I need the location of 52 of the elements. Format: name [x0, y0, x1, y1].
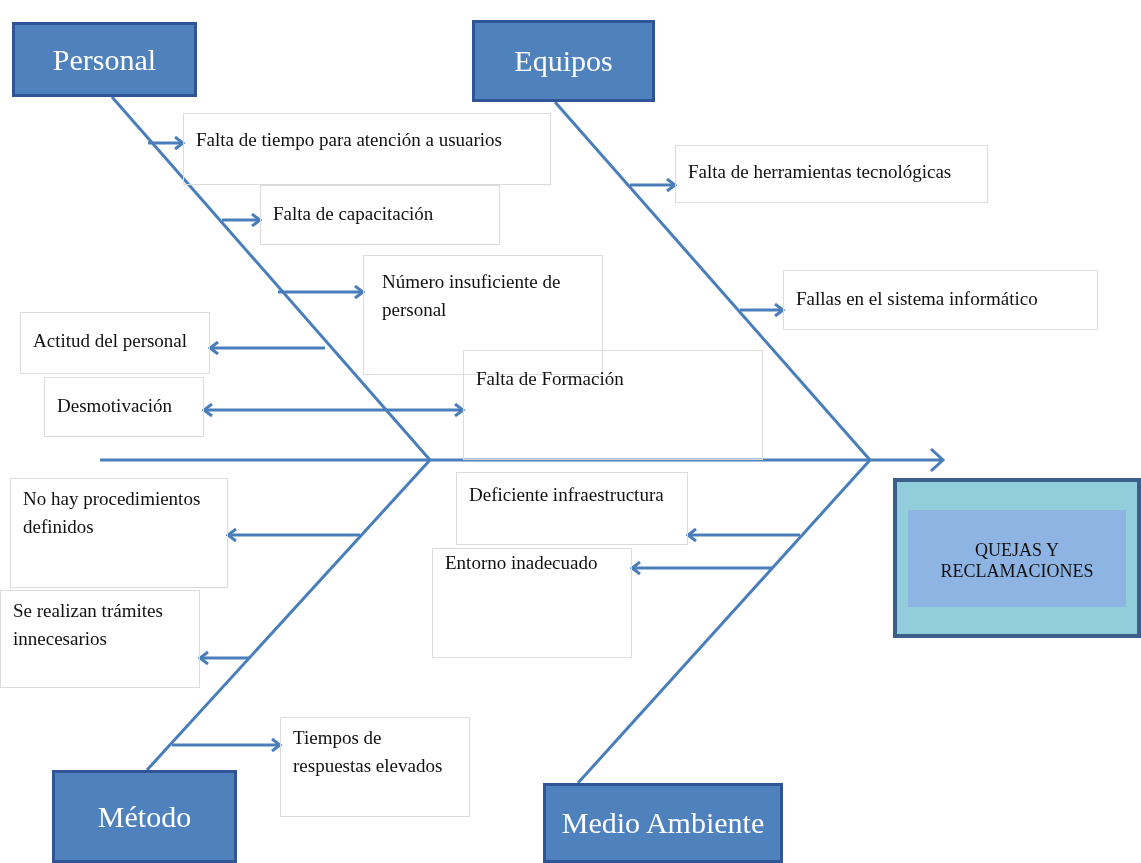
spine-arrow — [98, 447, 946, 473]
cause-box — [675, 145, 988, 203]
arrow — [198, 650, 249, 666]
category-label: Método — [97, 799, 192, 834]
arrow — [172, 737, 282, 753]
arrow — [630, 560, 772, 576]
cause-box — [183, 113, 551, 185]
cause-text: Falta de capacitación — [273, 203, 434, 224]
arrow — [278, 284, 365, 300]
cause-text: Desmotivación — [57, 395, 173, 416]
effect-label: QUEJAS Y RECLAMACIONES — [908, 509, 1126, 607]
category-label: Equipos — [514, 44, 613, 78]
cause-box — [0, 590, 200, 688]
bone-line — [553, 101, 872, 461]
effect-box — [893, 478, 1141, 638]
cause-box — [20, 312, 210, 374]
cause-text: Entorno inadecuado — [445, 552, 598, 573]
category-box — [472, 20, 655, 102]
cause-box — [260, 185, 500, 245]
cause-text: Deficiente infraestructura — [469, 484, 664, 505]
arrow — [226, 527, 360, 543]
arrow — [208, 340, 325, 356]
cause-text: Falta de tiempo para atención a usuarios — [196, 129, 502, 150]
cause-text: Se realizan trámites innecesarios — [13, 600, 163, 649]
cause-text: Número insuficiente de personal — [382, 271, 561, 320]
category-box — [543, 783, 783, 863]
bone-line — [110, 96, 432, 461]
cause-box — [456, 472, 688, 545]
cause-text: No hay procedimientos definidos — [23, 488, 201, 537]
category-box — [12, 22, 197, 97]
cause-text: Fallas en el sistema informático — [796, 288, 1038, 309]
cause-box — [783, 270, 1098, 330]
cause-box — [44, 377, 204, 437]
arrow — [630, 177, 677, 193]
category-label: Medio Ambiente — [561, 806, 765, 840]
category-box — [52, 770, 237, 863]
cause-text: Actitud del personal — [33, 330, 188, 351]
arrow — [740, 302, 785, 318]
cause-text: Falta de herramientas tecnológicas — [688, 161, 952, 182]
cause-box — [432, 548, 632, 658]
arrow — [202, 402, 465, 418]
bone-line — [576, 459, 872, 784]
cause-text: Falta de Formación — [476, 368, 624, 389]
cause-text: Tiempos de respuestas elevados — [293, 727, 443, 776]
cause-box — [10, 478, 228, 588]
arrow — [222, 212, 262, 228]
arrow — [686, 527, 800, 543]
arrow — [148, 135, 185, 151]
cause-box — [280, 717, 470, 817]
cause-box — [463, 350, 763, 460]
category-label: Personal — [52, 42, 157, 77]
bone-line — [145, 459, 432, 771]
